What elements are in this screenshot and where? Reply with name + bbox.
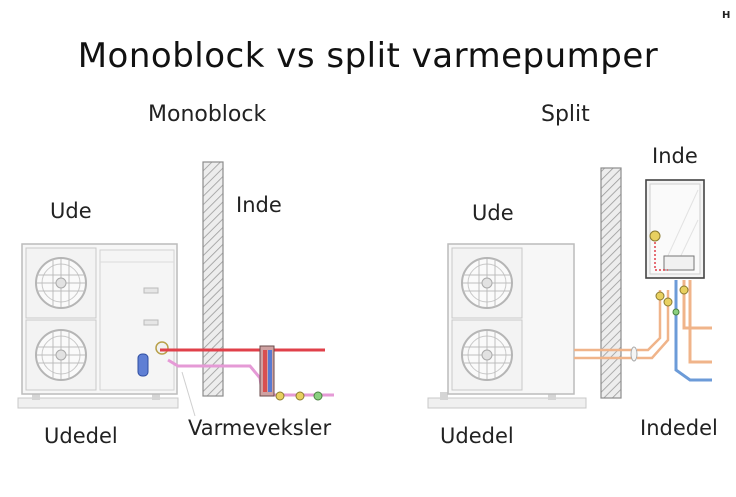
split-indoor-unit — [645, 179, 705, 279]
monoblock-unit-label: Udedel — [44, 424, 118, 448]
split-indoor-label: Inde — [652, 144, 698, 168]
split-heading: Split — [541, 102, 590, 127]
heat-exchanger-label: Varmeveksler — [188, 416, 332, 440]
heat-exchanger — [259, 345, 323, 401]
split-indoor-unit-label: Indedel — [640, 416, 718, 440]
exchanger-pointer — [181, 371, 196, 417]
monoblock-outdoor-label: Ude — [50, 199, 92, 223]
split-outdoor-unit — [427, 243, 587, 409]
page-title: Monoblock vs split varmepumper — [77, 36, 659, 76]
monoblock-wall — [202, 161, 224, 397]
split-wall — [600, 167, 622, 399]
fan-icon — [35, 329, 87, 381]
split-valves — [655, 285, 689, 316]
fan-icon — [461, 257, 513, 309]
monoblock-heading: Monoblock — [148, 102, 267, 127]
split-outdoor-unit-label: Udedel — [440, 424, 514, 448]
split-outdoor-label: Ude — [472, 201, 514, 225]
fan-icon — [461, 329, 513, 381]
corner-mark: H — [722, 10, 731, 21]
fan-icon — [35, 257, 87, 309]
monoblock-outdoor-unit — [17, 243, 179, 409]
monoblock-pipes — [160, 348, 334, 397]
monoblock-indoor-label: Inde — [236, 193, 282, 217]
split-pipes — [574, 280, 712, 382]
